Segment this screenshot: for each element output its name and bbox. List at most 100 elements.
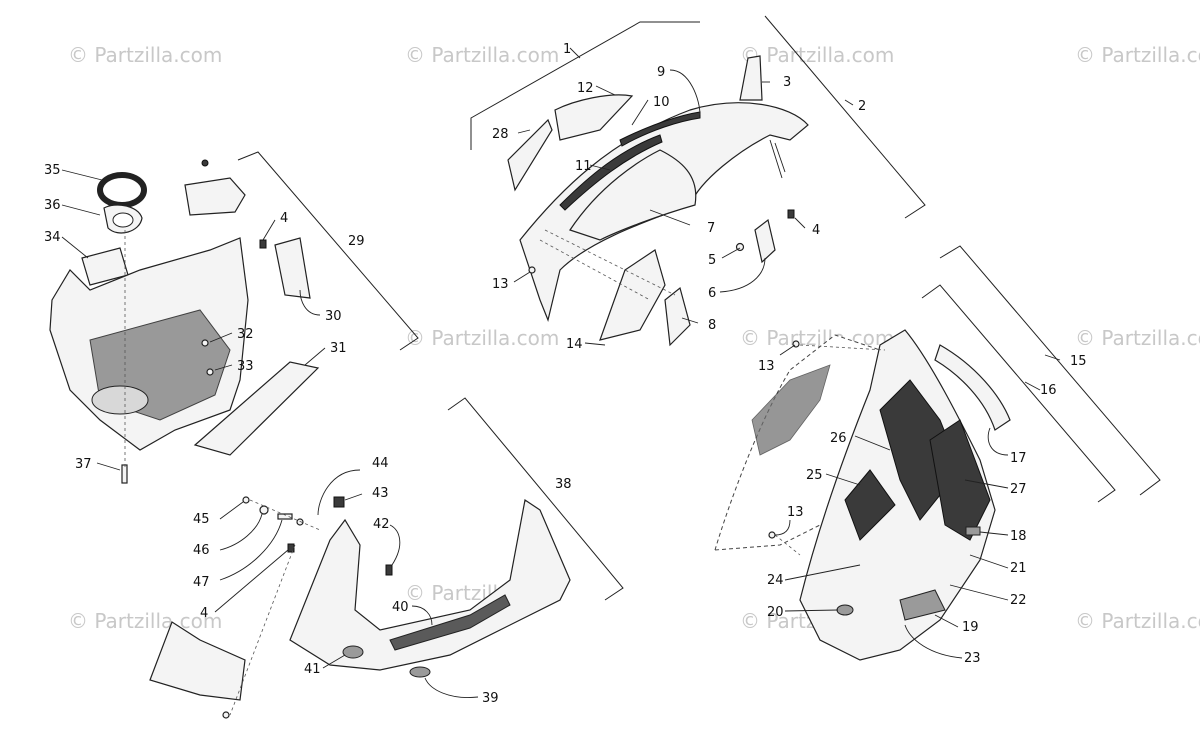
leader-4-bottom: [214, 549, 289, 613]
leader-26: [854, 435, 891, 451]
leader-5: [721, 247, 741, 259]
console-assembly: 35 36 34 4 29 30 32 31 33 37: [44, 151, 419, 484]
callout-40: 40: [392, 600, 409, 615]
leader-8: [681, 317, 699, 324]
callout-30: 30: [325, 309, 342, 324]
bracket-29: [237, 151, 419, 351]
part-8: [664, 286, 691, 347]
callout-15: 15: [1070, 354, 1087, 369]
part-4-nut-bottom: [287, 543, 295, 553]
part-4-nut-top: [787, 209, 795, 219]
part-3: [739, 55, 763, 101]
assembly-guides-bottom: [229, 499, 321, 716]
bellypan-assembly: 44 38 43 45 42 46 47 4 40 41 39: [149, 397, 624, 719]
part-12: [554, 94, 634, 141]
callout-23: 23: [964, 651, 981, 666]
leader-15: [1044, 354, 1061, 361]
part-32-screw: [201, 339, 209, 347]
watermark-1: © Partzilla.com: [68, 43, 222, 67]
part-upper-screw: [201, 159, 209, 167]
windshield-assembly: 1 3 2 9 10 12 28 11 7 4 5 6 8 14 13: [470, 15, 926, 352]
leader-33: [214, 364, 233, 371]
part-7-lens: [569, 149, 697, 241]
leader-18: [979, 531, 1009, 536]
leader-39: [424, 677, 479, 698]
callout-9: 9: [657, 65, 665, 80]
callout-13-right-top: 13: [758, 359, 775, 374]
part-42: [385, 564, 393, 576]
hood-body: [799, 329, 996, 661]
callout-10: 10: [653, 95, 670, 110]
callout-35: 35: [44, 163, 61, 178]
watermark-7: © Partzilla.com: [1075, 326, 1200, 350]
part-17: [934, 344, 1011, 431]
part-14: [599, 249, 666, 341]
callout-2: 2: [858, 99, 866, 114]
part-41: [342, 645, 364, 659]
callout-4-bottom: 4: [200, 606, 208, 621]
callout-46: 46: [193, 543, 210, 558]
callout-36: 36: [44, 198, 61, 213]
lower-mount-screw: [222, 711, 230, 719]
leader-42: [389, 524, 401, 566]
bellypan-tread: [389, 594, 511, 651]
callout-13-right-bottom: 13: [787, 505, 804, 520]
callout-20: 20: [767, 605, 784, 620]
leader-1: [569, 47, 581, 59]
leader-6: [719, 257, 766, 293]
callout-34: 34: [44, 230, 61, 245]
part-46-washer: [259, 505, 269, 515]
frame-studs: [769, 139, 786, 179]
part-13-screw-right-bottom: [768, 531, 776, 539]
leader-47: [219, 519, 283, 581]
callout-33: 33: [237, 359, 254, 374]
part-43: [333, 496, 345, 508]
watermark-2: © Partzilla.com: [405, 43, 559, 67]
leader-11: [589, 164, 611, 171]
leader-2: [844, 99, 854, 106]
leader-19: [934, 614, 959, 628]
callout-11: 11: [575, 159, 592, 174]
part-35-ring: [97, 172, 147, 208]
callout-4-left: 4: [280, 211, 288, 226]
hood-graphic-right: [929, 419, 991, 541]
callout-29: 29: [348, 234, 365, 249]
leader-35: [61, 169, 103, 181]
callout-44: 44: [372, 456, 389, 471]
leader-16: [1024, 381, 1041, 391]
callout-12: 12: [577, 81, 594, 96]
hood-graphic-left: [844, 469, 896, 541]
leader-30: [299, 289, 321, 316]
assembly-guides-top: [539, 229, 676, 301]
leader-21: [969, 554, 1009, 569]
leader-28: [517, 129, 531, 134]
console-cup-recess: [91, 385, 149, 415]
callout-43: 43: [372, 486, 389, 501]
callout-3: 3: [783, 75, 791, 90]
callout-16: 16: [1040, 383, 1057, 398]
callout-4-top: 4: [812, 223, 820, 238]
leader-31: [304, 347, 326, 366]
watermark-8: © Partzilla.com: [68, 609, 222, 633]
leader-43: [344, 493, 363, 501]
leader-7: [649, 209, 691, 226]
part-30: [274, 237, 311, 299]
leader-20: [784, 609, 839, 612]
watermark-11: © Partzilla.com: [1075, 609, 1200, 633]
leader-13-right-top: [779, 344, 796, 356]
leader-13-top: [513, 271, 531, 283]
callout-7: 7: [707, 221, 715, 236]
leader-41: [322, 654, 346, 669]
callout-5: 5: [708, 253, 716, 268]
part-33-clip: [206, 368, 214, 376]
leader-34: [61, 236, 89, 259]
leader-24: [784, 564, 861, 581]
watermark-5: © Partzilla.com: [405, 326, 559, 350]
callout-13-top: 13: [492, 277, 509, 292]
part-18: [965, 526, 981, 536]
part-28: [507, 118, 553, 192]
watermark-6: © Partzilla.com: [740, 326, 894, 350]
hood-assembly: 13 15 16 17 26 25 27 13 18 21 24 22 20 1…: [714, 245, 1161, 666]
leader-27: [964, 479, 1009, 489]
